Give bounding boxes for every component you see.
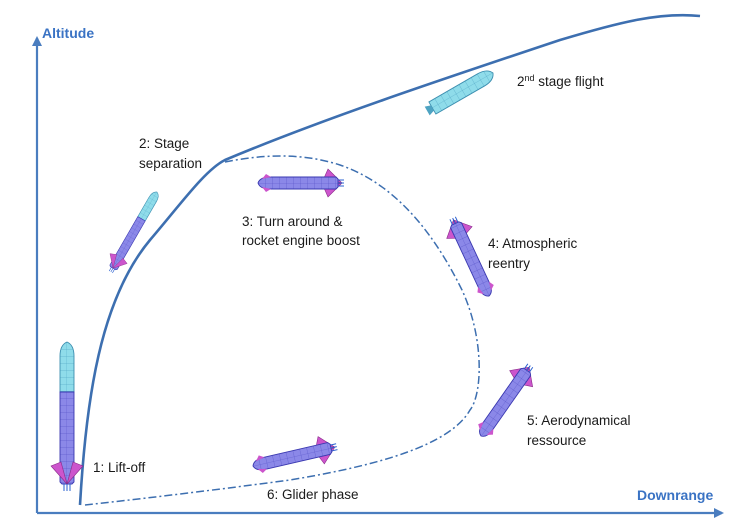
label-liftoff: 1: Lift-off	[93, 460, 146, 475]
label-second-stage-flight: 2nd stage flight	[517, 73, 604, 89]
label-turn-around-line1: 3: Turn around &	[242, 214, 343, 229]
label-aerodynamical-line2: ressource	[527, 433, 586, 448]
y-axis-title: Altitude	[42, 25, 94, 41]
ascent-trajectory	[78, 13, 701, 506]
liftoff-vehicle-icon	[50, 341, 84, 492]
label-reentry-line1: 4: Atmospheric	[488, 236, 578, 251]
aerodynamic-booster-icon	[469, 357, 543, 445]
label-reentry-line2: reentry	[488, 256, 530, 271]
label-glider-phase: 6: Glider phase	[267, 487, 359, 502]
x-axis-title: Downrange	[637, 487, 713, 503]
label-stage-separation-line2: separation	[139, 156, 202, 171]
label-aerodynamical-line1: 5: Aerodynamical	[527, 413, 631, 428]
label-turn-around-line2: rocket engine boost	[242, 233, 360, 248]
return-trajectory	[84, 155, 480, 506]
axes: Altitude Downrange	[32, 25, 724, 518]
label-stage-separation-line1: 2: Stage	[139, 136, 189, 151]
turnaround-booster-icon	[257, 168, 345, 198]
